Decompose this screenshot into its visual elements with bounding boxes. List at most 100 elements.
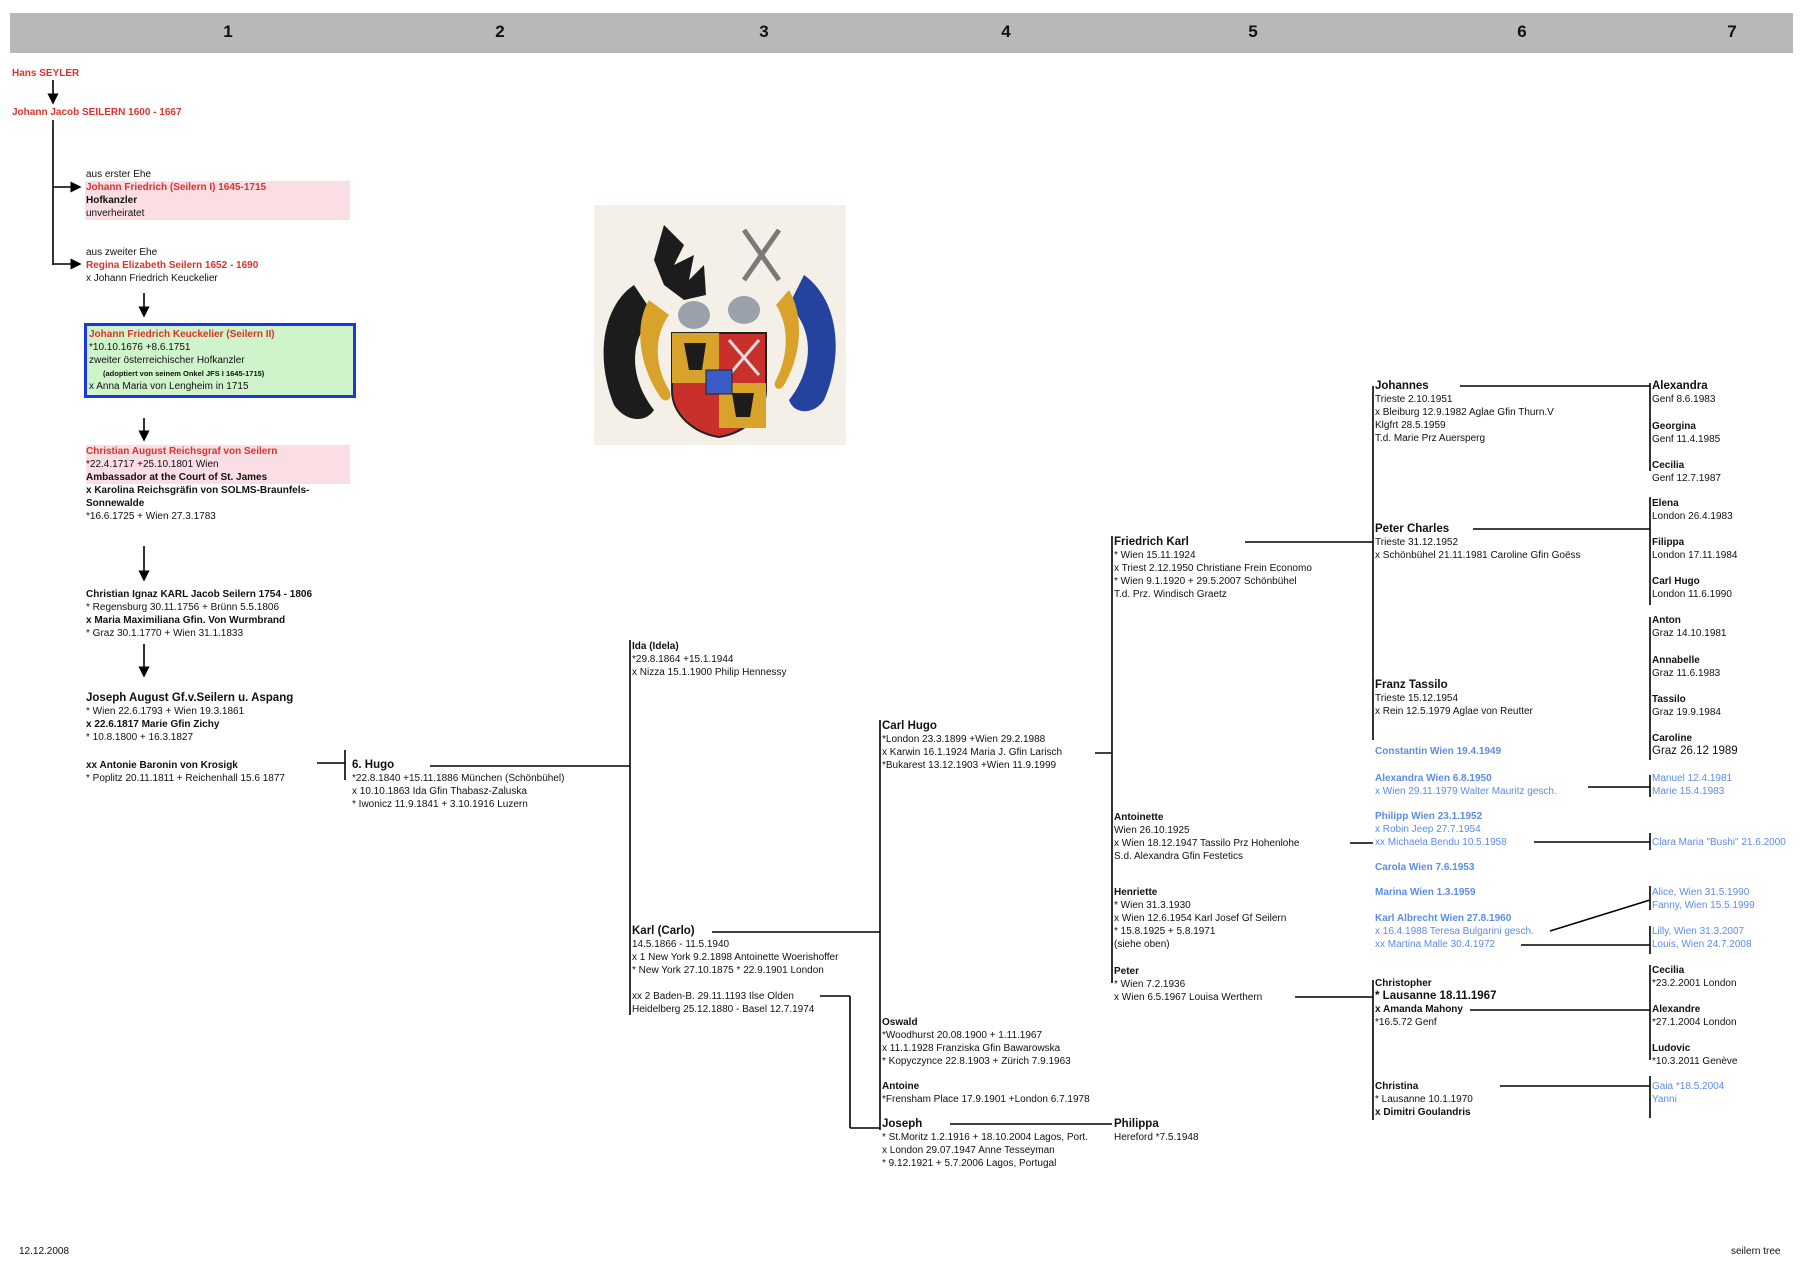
spouse: x London 29.07.1947 Anne Tesseyman — [882, 1144, 1088, 1157]
spouse: x Dimitri Goulandris — [1375, 1106, 1473, 1119]
person-friedrich-karl: Friedrich Karl * Wien 15.11.1924 x Tries… — [1114, 536, 1312, 601]
person-christian-ignaz-karl: Christian Ignaz KARL Jacob Seilern 1754 … — [86, 588, 312, 640]
person-name: Filippa — [1652, 536, 1737, 549]
footer-title: seilern tree — [1731, 1246, 1780, 1257]
person-ida: Ida (Idela) *29.8.1864 +15.1.1944 x Nizz… — [632, 640, 787, 679]
person-carl-hugo: Carl Hugo *London 23.3.1899 +Wien 29.2.1… — [882, 720, 1062, 772]
person-dates: * Wien 31.3.1930 — [1114, 899, 1286, 912]
child-cecilia-2: Cecilia *23.2.2001 London — [1652, 964, 1737, 990]
person-name: Fanny, Wien 15.5.1999 — [1652, 899, 1755, 912]
person-hugo: 6. Hugo *22.8.1840 +15.11.1886 München (… — [352, 759, 564, 811]
child-manuel-marie: Manuel 12.4.1981 Marie 15.4.1983 — [1652, 772, 1732, 798]
child-lilly-louis: Lilly, Wien 31.3.2007 Louis, Wien 24.7.2… — [1652, 925, 1752, 951]
person-name: Johann Friedrich (Seilern I) 1645-1715 — [86, 181, 350, 194]
spouse: x Karolina Reichsgräfin von SOLMS-Braunf… — [86, 484, 350, 497]
spouse: x 16.4.1988 Teresa Bulgarini gesch. — [1375, 925, 1534, 938]
person-name: Carl Hugo — [1652, 575, 1732, 588]
person-detail: unverheiratet — [86, 207, 350, 220]
person-name: Christian Ignaz KARL Jacob Seilern 1754 … — [86, 588, 312, 601]
person-dates: * Wien 22.6.1793 + Wien 19.3.1861 — [86, 705, 293, 718]
person-carola: Carola Wien 7.6.1953 — [1375, 861, 1474, 874]
child-filippa: Filippa London 17.11.1984 — [1652, 536, 1737, 562]
person-dates: *10.3.2011 Genève — [1652, 1055, 1737, 1068]
person-constantin: Constantin Wien 19.4.1949 — [1375, 745, 1501, 758]
person-dates: London 11.6.1990 — [1652, 588, 1732, 601]
person-dates: *10.10.1676 +8.6.1751 — [89, 341, 353, 354]
person-name: Oswald — [882, 1016, 1071, 1029]
marriage-note: aus erster Ehe — [86, 168, 350, 181]
person-name: Peter — [1114, 965, 1262, 978]
person-name: Annabelle — [1652, 654, 1720, 667]
person-detail: (adoptiert von seinem Onkel JFS I 1645-1… — [89, 367, 353, 380]
person-antoinette: Antoinette Wien 26.10.1925 x Wien 18.12.… — [1114, 811, 1299, 863]
person-peter: Peter * Wien 7.2.1936 x Wien 6.5.1967 Lo… — [1114, 965, 1262, 1004]
person-name: Antoinette — [1114, 811, 1299, 824]
person-name: Elena — [1652, 497, 1733, 510]
spouse: x Wien 6.5.1967 Louisa Werthern — [1114, 991, 1262, 1004]
child-alice-fanny: Alice, Wien 31.5.1990 Fanny, Wien 15.5.1… — [1652, 886, 1755, 912]
person-name: Manuel 12.4.1981 — [1652, 772, 1732, 785]
person-regina-elizabeth: aus zweiter Ehe Regina Elizabeth Seilern… — [86, 246, 258, 285]
person-christian-august: Christian August Reichsgraf von Seilern … — [86, 445, 350, 523]
person-name: Ida (Idela) — [632, 640, 787, 653]
spouse: x 10.10.1863 Ida Gfin Thabasz-Zaluska — [352, 785, 564, 798]
child-clara-maria: Clara Maria "Bushi" 21.6.2000 — [1652, 836, 1786, 849]
spouse-dates: *16.6.1725 + Wien 27.3.1783 — [86, 510, 350, 523]
person-name: Christopher — [1375, 977, 1496, 990]
child-georgina: Georgina Genf 11.4.1985 — [1652, 420, 1720, 446]
person-detail: T.d. Prz. Windisch Graetz — [1114, 588, 1312, 601]
person-name: Ludovic — [1652, 1042, 1737, 1055]
person-karl-carlo: Karl (Carlo) 14.5.1866 - 11.5.1940 x 1 N… — [632, 925, 838, 977]
child-ludovic: Ludovic *10.3.2011 Genève — [1652, 1042, 1737, 1068]
person-franz-tassilo: Franz Tassilo Trieste 15.12.1954 x Rein … — [1375, 679, 1533, 718]
spouse: Sonnewalde — [86, 497, 350, 510]
spouse: x 1 New York 9.2.1898 Antoinette Woerish… — [632, 951, 838, 964]
person-peter-charles: Peter Charles Trieste 31.12.1952 x Schön… — [1375, 523, 1581, 562]
person-dates: Wien 26.10.1925 — [1114, 824, 1299, 837]
spouse: x Wien 29.11.1979 Walter Mauritz gesch. — [1375, 785, 1557, 798]
person-name: Friedrich Karl — [1114, 536, 1312, 549]
person-dates: *29.8.1864 +15.1.1944 — [632, 653, 787, 666]
person-marina: Marina Wien 1.3.1959 — [1375, 886, 1476, 899]
spouse-antonie-krosigk: xx Antonie Baronin von Krosigk * Poplitz… — [86, 759, 285, 785]
person-name: Christina — [1375, 1080, 1473, 1093]
person-detail: (siehe oben) — [1114, 938, 1286, 951]
spouse: xx Antonie Baronin von Krosigk — [86, 759, 285, 772]
person-detail: Ambassador at the Court of St. James — [86, 471, 350, 484]
person-dates: Trieste 15.12.1954 — [1375, 692, 1533, 705]
highlight-box: Johann Friedrich (Seilern I) 1645-1715 H… — [85, 181, 350, 220]
person-name: Cecilia — [1652, 964, 1737, 977]
person-christina: Christina * Lausanne 10.1.1970 x Dimitri… — [1375, 1080, 1473, 1119]
spouse: x 22.6.1817 Marie Gfin Zichy — [86, 718, 293, 731]
person-dates: Trieste 31.12.1952 — [1375, 536, 1581, 549]
marriage-note: aus zweiter Ehe — [86, 246, 258, 259]
person-johann-jacob-seilern: Johann Jacob SEILERN 1600 - 1667 — [12, 106, 182, 119]
person-name: Lilly, Wien 31.3.2007 — [1652, 925, 1752, 938]
person-johann-friedrich: aus erster Ehe Johann Friedrich (Seilern… — [86, 168, 350, 220]
person-dates: London 26.4.1983 — [1652, 510, 1733, 523]
spouse: xx 2 Baden-B. 29.11.1193 Ilse Olden — [632, 990, 814, 1003]
person-name: Hans SEYLER — [12, 67, 79, 80]
person-dates: * Wien 7.2.1936 — [1114, 978, 1262, 991]
person-name: Cecilia — [1652, 459, 1721, 472]
spouse-dates: * Poplitz 20.11.1811 + Reichenhall 15.6 … — [86, 772, 285, 785]
spouse: x Karwin 16.1.1924 Maria J. Gfin Larisch — [882, 746, 1062, 759]
person-name: Henriette — [1114, 886, 1286, 899]
person-detail: T.d. Marie Prz Auersperg — [1375, 432, 1554, 445]
person-detail: Hofkanzler — [86, 194, 350, 207]
person-dates: Genf 8.6.1983 — [1652, 393, 1715, 406]
spouse: x Johann Friedrich Keuckelier — [86, 272, 258, 285]
spouse: xx Martina Malle 30.4.1972 — [1375, 938, 1534, 951]
spouse-dates: *Bukarest 13.12.1903 +Wien 11.9.1999 — [882, 759, 1062, 772]
child-tassilo: Tassilo Graz 19.9.1984 — [1652, 693, 1721, 719]
person-christopher: Christopher * Lausanne 18.11.1967 x Aman… — [1375, 977, 1496, 1029]
spouse-dates: Heidelberg 25.12.1880 - Basel 12.7.1974 — [632, 1003, 814, 1016]
person-dates: London 17.11.1984 — [1652, 549, 1737, 562]
person-detail: zweiter österreichischer Hofkanzler — [89, 354, 353, 367]
person-name: Carola Wien 7.6.1953 — [1375, 861, 1474, 874]
spouse-dates: * New York 27.10.1875 * 22.9.1901 London — [632, 964, 838, 977]
person-dates: * Lausanne 18.11.1967 — [1375, 990, 1496, 1003]
spouse-dates: * Kopyczynce 22.8.1903 + Zürich 7.9.1963 — [882, 1055, 1071, 1068]
spouse: x Wien 18.12.1947 Tassilo Prz Hohenlohe — [1114, 837, 1299, 850]
person-dates: Trieste 2.10.1951 — [1375, 393, 1554, 406]
